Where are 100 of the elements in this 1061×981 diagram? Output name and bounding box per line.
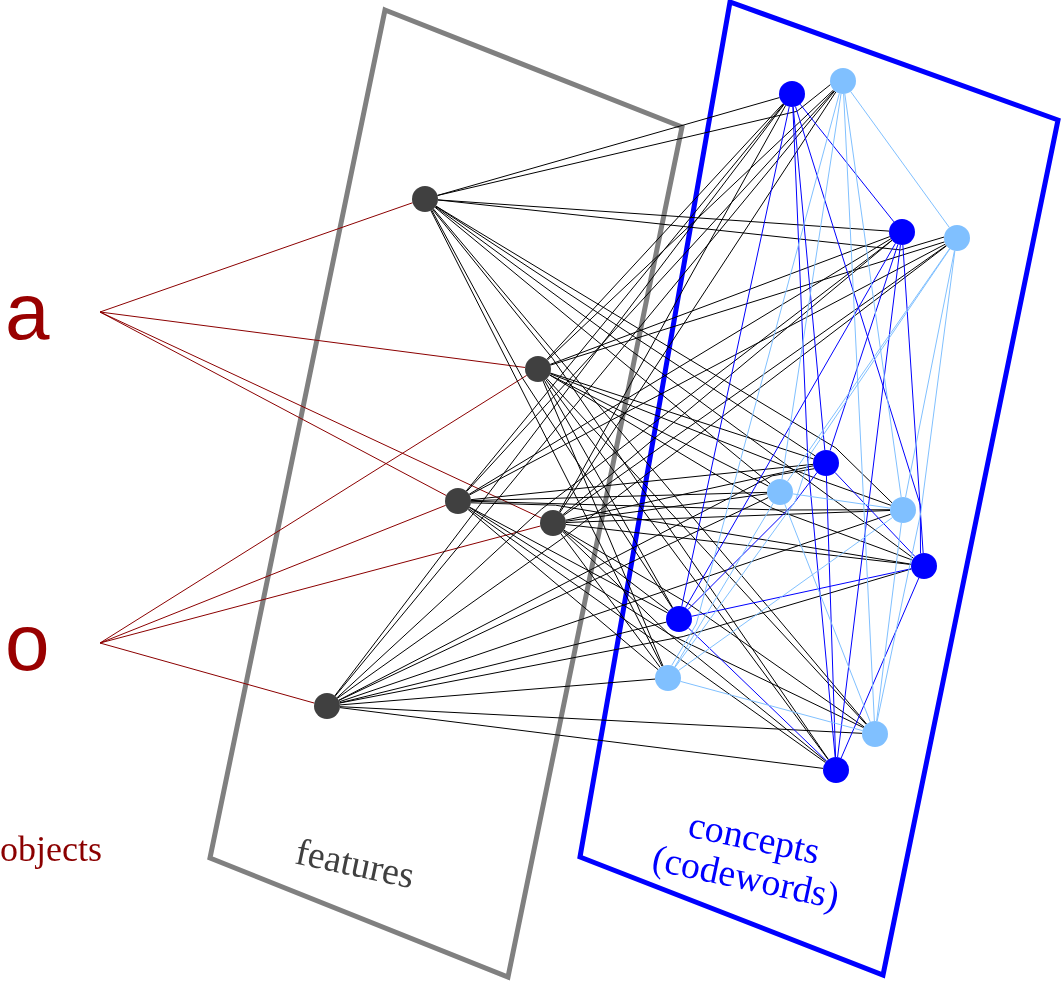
connector-line bbox=[339, 678, 656, 706]
connector-line bbox=[99, 374, 528, 644]
object-label: a bbox=[5, 280, 100, 344]
connector-line bbox=[466, 90, 835, 492]
connector-line bbox=[99, 311, 447, 496]
connector-line bbox=[850, 91, 950, 228]
connector-line bbox=[549, 241, 946, 366]
connector-line bbox=[680, 680, 863, 732]
connector-line bbox=[338, 497, 769, 701]
connector-line bbox=[687, 471, 818, 611]
connector-line bbox=[565, 524, 912, 565]
connector-line bbox=[430, 210, 663, 667]
connector-line bbox=[431, 209, 673, 609]
connector-line bbox=[542, 380, 664, 667]
connector-line bbox=[549, 236, 891, 365]
connector-line bbox=[563, 529, 865, 728]
connector-line bbox=[834, 471, 916, 558]
connector-line bbox=[437, 199, 890, 232]
connector-line bbox=[468, 508, 826, 763]
connector-line bbox=[470, 502, 912, 565]
graph-node bbox=[412, 186, 438, 212]
graph-node bbox=[445, 488, 471, 514]
connector-line bbox=[546, 89, 835, 361]
connector-line bbox=[562, 531, 827, 762]
connector-line bbox=[543, 379, 674, 609]
connector-line bbox=[545, 378, 829, 761]
graph-node bbox=[889, 219, 915, 245]
connector-line bbox=[843, 93, 875, 722]
connector-line bbox=[691, 568, 912, 617]
connector-line bbox=[99, 202, 414, 313]
connector-line bbox=[565, 465, 814, 521]
connector-line bbox=[437, 199, 945, 251]
connector-line bbox=[559, 91, 837, 513]
graph-node bbox=[314, 693, 340, 719]
connector-line bbox=[792, 493, 891, 509]
connector-line bbox=[434, 206, 771, 485]
connector-line bbox=[549, 372, 815, 460]
object-label: o bbox=[5, 611, 100, 675]
connector-line bbox=[558, 104, 787, 513]
connector-line bbox=[546, 378, 867, 725]
connector-line bbox=[687, 627, 828, 762]
connector-line bbox=[560, 532, 661, 669]
connector-line bbox=[674, 248, 951, 668]
connector-line bbox=[685, 242, 896, 609]
connector-line bbox=[671, 93, 840, 667]
graph-node bbox=[767, 479, 793, 505]
graph-node bbox=[823, 757, 849, 783]
graph-node bbox=[944, 225, 970, 251]
group-label: features bbox=[291, 829, 420, 899]
connector-line bbox=[825, 475, 837, 758]
graph-node bbox=[540, 510, 566, 536]
connector-line bbox=[795, 106, 921, 554]
connector-line bbox=[681, 106, 790, 607]
connector-line bbox=[840, 577, 920, 759]
connector-line bbox=[99, 504, 447, 644]
connector-line bbox=[781, 93, 842, 480]
connector-line bbox=[844, 93, 902, 498]
connector-line bbox=[99, 525, 541, 644]
connector-line bbox=[799, 103, 895, 223]
connector-line bbox=[468, 506, 669, 614]
connector-line bbox=[465, 103, 785, 492]
connector-line bbox=[339, 707, 824, 769]
graph-node bbox=[813, 450, 839, 476]
connector-line bbox=[565, 510, 891, 523]
connector-line bbox=[434, 206, 915, 559]
connector-line bbox=[792, 106, 836, 758]
connector-line bbox=[565, 493, 768, 522]
connector-line bbox=[339, 621, 667, 704]
connector-line bbox=[99, 311, 526, 368]
graph-node bbox=[830, 68, 856, 94]
connector-line bbox=[674, 502, 774, 668]
connector-line bbox=[99, 642, 315, 704]
connector-line bbox=[339, 706, 863, 734]
connector-line bbox=[837, 244, 901, 758]
connector-line bbox=[470, 491, 768, 502]
connector-line bbox=[467, 508, 659, 671]
connector-line bbox=[99, 311, 542, 519]
connector-line bbox=[470, 463, 814, 501]
connector-line bbox=[876, 250, 956, 722]
axis-caption: objects bbox=[0, 828, 102, 870]
connector-line bbox=[829, 243, 899, 452]
connector-line bbox=[786, 248, 951, 482]
connector-line bbox=[549, 374, 769, 487]
connector-line bbox=[468, 506, 865, 729]
connector-line bbox=[563, 245, 947, 516]
connector-line bbox=[562, 239, 893, 516]
connector-line bbox=[902, 244, 924, 554]
graph-node bbox=[862, 721, 888, 747]
connector-line bbox=[437, 84, 831, 196]
connector-line bbox=[549, 373, 892, 506]
connector-line bbox=[435, 205, 893, 504]
connector-line bbox=[784, 503, 871, 723]
connector-line bbox=[876, 522, 902, 722]
connector-line bbox=[338, 513, 892, 703]
connector-line bbox=[562, 530, 670, 612]
connector-line bbox=[437, 97, 780, 196]
graph-node bbox=[666, 606, 692, 632]
connector-line bbox=[905, 250, 955, 498]
connector-line bbox=[678, 517, 893, 671]
graph-node bbox=[655, 665, 681, 691]
